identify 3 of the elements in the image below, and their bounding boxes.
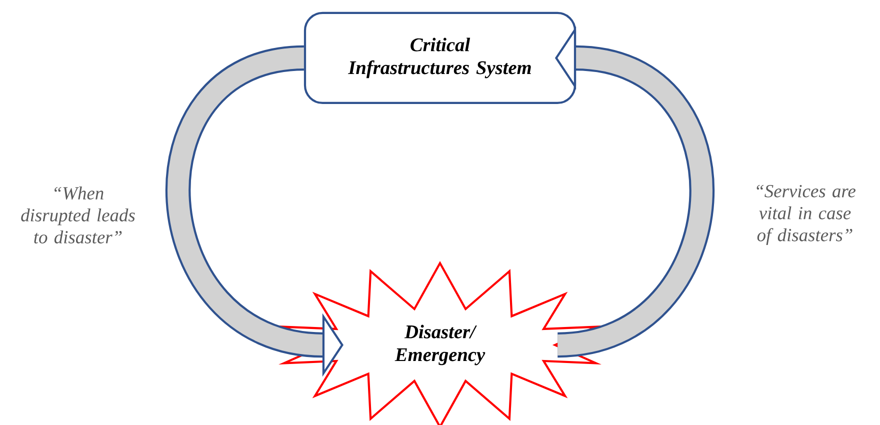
edge-label: “When disrupted leads to disaster” xyxy=(21,186,135,244)
system-box: Critical Infrastructures System xyxy=(304,12,576,104)
edge-label: “Services are vital in case of disasters” xyxy=(756,184,856,246)
